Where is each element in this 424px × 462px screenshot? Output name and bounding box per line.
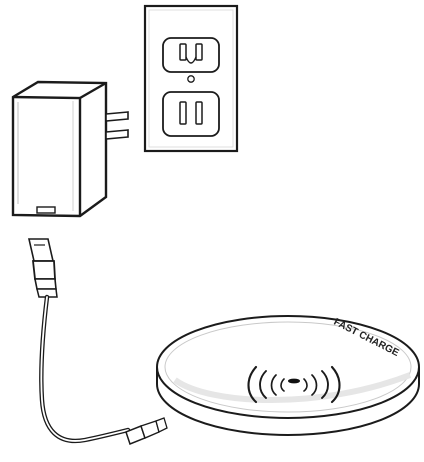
usb-a-connector	[29, 239, 57, 297]
wall-outlet-icon	[145, 6, 237, 151]
usb-c-connector	[126, 418, 167, 444]
adapter-prongs	[106, 112, 128, 139]
power-adapter-icon	[13, 82, 128, 216]
upper-outlet-socket	[163, 38, 219, 72]
usb-cable-icon	[29, 239, 167, 444]
wireless-charging-pad-icon: FAST CHARGE	[157, 316, 419, 435]
lower-outlet-socket	[163, 92, 219, 136]
